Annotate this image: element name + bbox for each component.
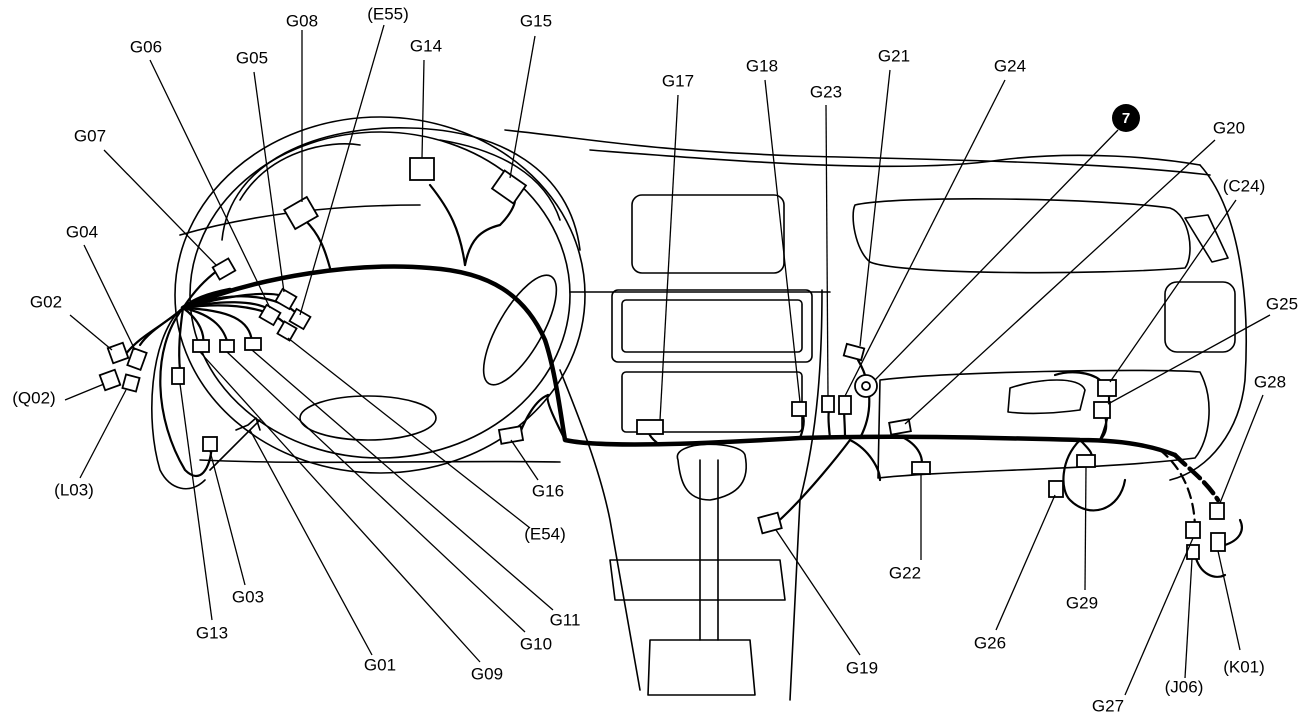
label-g27: G27 [1092,696,1124,715]
connector-g09 [192,339,210,353]
connector-g14 [409,157,435,181]
labels: G08 (E55) G14 G15 G06 G05 G07 G04 G02 (Q… [12,4,1298,715]
connector-g28 [1209,502,1225,520]
connector-g19 [757,511,783,535]
connectors [98,157,1226,560]
label-g04: G04 [66,222,98,241]
connector-g05 [274,287,298,311]
label-g17: G17 [662,71,694,90]
label-g19: G19 [846,658,878,677]
connector-g15 [490,169,528,205]
label-k01: (K01) [1223,657,1265,676]
connector-q02 [98,368,122,392]
label-g18: G18 [746,56,778,75]
label-g14: G14 [410,36,442,55]
connector-g08 [283,195,319,231]
connector-g01 [235,417,261,431]
label-e55: (E55) [367,4,409,23]
label-j06: (J06) [1165,677,1204,696]
label-g29: G29 [1066,593,1098,612]
connector-g25 [1093,401,1111,419]
label-c24: (C24) [1223,176,1266,195]
label-g21: G21 [878,46,910,65]
connector-l03 [121,373,141,393]
label-g28: G28 [1254,372,1286,391]
connector-g03 [202,436,218,452]
label-g11: G11 [550,610,581,629]
connector-g16 [497,425,525,445]
label-e54: (E54) [524,524,566,543]
label-g16: G16 [532,481,564,500]
label-l03: (L03) [54,480,94,499]
leader-lines [64,24,1271,696]
label-g02: G02 [30,292,62,311]
connector-g17 [636,419,664,435]
connector-g02 [106,341,130,365]
connector-g06 [258,303,282,327]
label-g09: G09 [471,664,503,683]
branch-wires [123,183,1243,578]
label-g03: G03 [232,587,264,606]
connector-g22 [911,461,931,475]
connector-e55 [288,307,312,331]
dashboard-outline [151,116,1247,701]
connector-g24 [838,395,852,415]
badge-number: 7 [1122,110,1130,127]
connector-g26 [1048,480,1064,498]
label-g26: G26 [974,633,1006,652]
connector-k01 [1210,532,1226,552]
connector-g21 [842,342,866,362]
label-g13: G13 [196,623,228,642]
connector-g29 [1076,454,1096,468]
label-q02: (Q02) [12,388,55,407]
connector-g27 [1185,521,1201,539]
connector-c24 [1097,379,1117,397]
label-g10: G10 [520,634,552,653]
connector-g13 [171,367,185,385]
connector-ground-7-inner [861,381,871,391]
label-g24: G24 [994,56,1026,75]
connector-g11 [244,337,262,351]
label-g15: G15 [520,11,552,30]
connector-g23 [821,395,835,413]
label-g20: G20 [1213,118,1245,137]
connector-g07 [211,257,237,281]
connector-g04 [126,346,148,372]
label-g05: G05 [236,48,268,67]
label-g01: G01 [364,655,396,674]
connector-g18 [791,401,807,417]
connector-g10 [219,339,235,353]
connector-e54 [276,320,298,342]
label-g08: G08 [286,11,318,30]
label-g23: G23 [810,82,842,101]
callout-badge-7: 7 [1112,104,1140,132]
label-g06: G06 [130,37,162,56]
label-g25: G25 [1266,294,1298,313]
label-g22: G22 [889,563,921,582]
label-g07: G07 [74,126,106,145]
